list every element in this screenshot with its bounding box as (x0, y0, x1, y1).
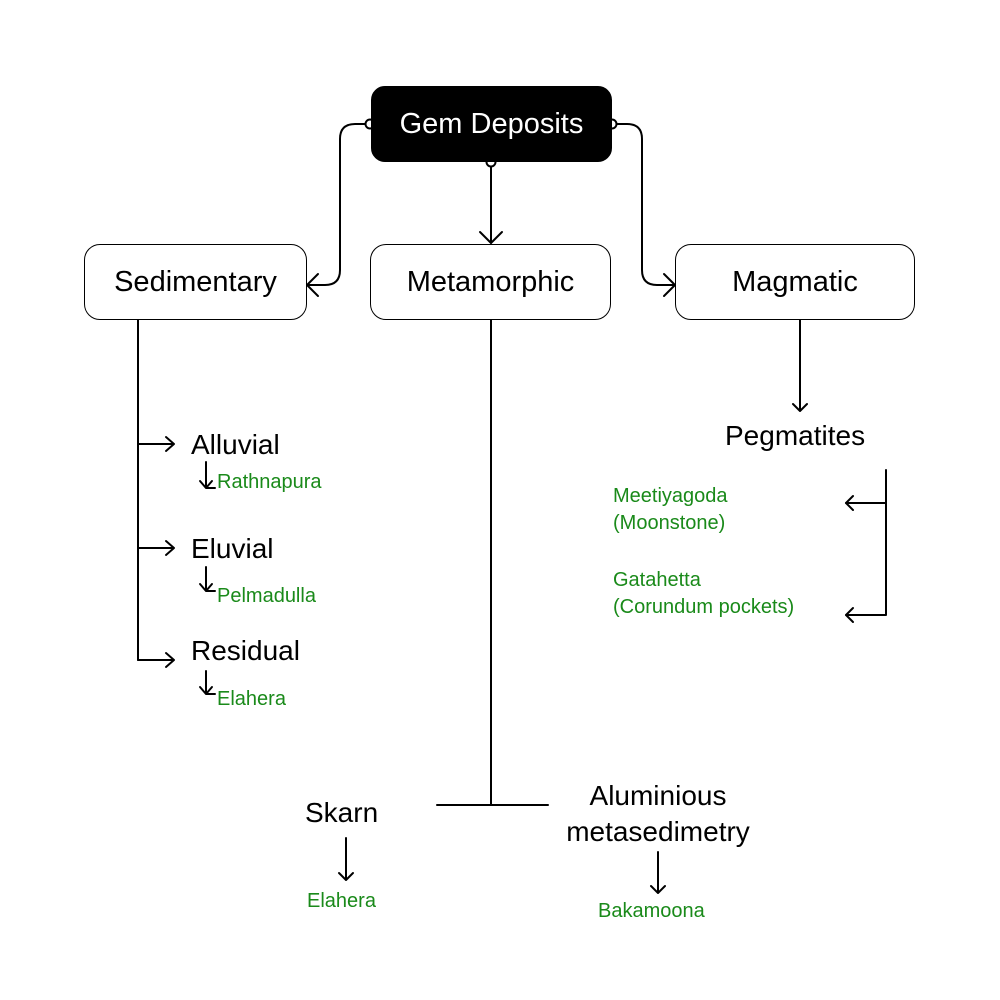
meetiyagoda-location-line2: (Moonstone) (613, 512, 726, 534)
bakamoona-location: Bakamoona (598, 900, 705, 922)
arrowhead-metamorphic (479, 231, 503, 244)
arrow-elahera-residual (199, 670, 216, 695)
pegmatites-label: Pegmatites (725, 420, 866, 451)
arrow-skarn-location (338, 837, 354, 881)
aluminious-label-line1: Aluminious (589, 780, 727, 811)
eluvial-label: Eluvial (191, 533, 274, 564)
elahera-skarn-location: Elahera (307, 890, 376, 912)
connector-magmatic-pegmatites (792, 319, 808, 412)
connector-pegmatites-bracket (845, 469, 887, 616)
arrow-rathnapura (199, 461, 216, 489)
connector-eluvial (137, 540, 175, 556)
magmatic-node-label: Magmatic (732, 265, 858, 298)
connector-alluvial (137, 436, 175, 452)
sedimentary-node[interactable]: Sedimentary (84, 244, 307, 320)
arrowhead-sedimentary (306, 273, 319, 297)
arrow-aluminious-location (650, 851, 666, 894)
connector-residual (137, 652, 175, 668)
metamorphic-node[interactable]: Metamorphic (370, 244, 611, 320)
aluminious-label-line2: metasedimetry (566, 816, 750, 847)
rathnapura-location: Rathnapura (217, 471, 322, 493)
magmatic-node[interactable]: Magmatic (675, 244, 915, 320)
arrow-pelmadulla (199, 566, 216, 592)
metamorphic-node-label: Metamorphic (406, 265, 575, 298)
gatahetta-location-line2: (Corundum pockets) (613, 596, 795, 618)
sedimentary-node-label: Sedimentary (114, 265, 277, 298)
pelmadulla-location: Pelmadulla (217, 585, 316, 607)
alluvial-label: Alluvial (191, 429, 280, 460)
root-node[interactable]: Gem Deposits (371, 86, 612, 162)
gatahetta-location-line1: Gatahetta (613, 569, 701, 591)
elahera-residual-location: Elahera (217, 688, 286, 710)
root-node-label: Gem Deposits (399, 107, 584, 140)
residual-label: Residual (191, 635, 300, 666)
connector-root-magmatic (611, 123, 676, 286)
meetiyagoda-location-line1: Meetiyagoda (613, 485, 728, 507)
arrowhead-meetiyagoda (845, 495, 854, 511)
skarn-label: Skarn (305, 797, 379, 828)
arrowhead-gatahetta (845, 607, 854, 623)
connector-root-sedimentary (306, 123, 371, 286)
